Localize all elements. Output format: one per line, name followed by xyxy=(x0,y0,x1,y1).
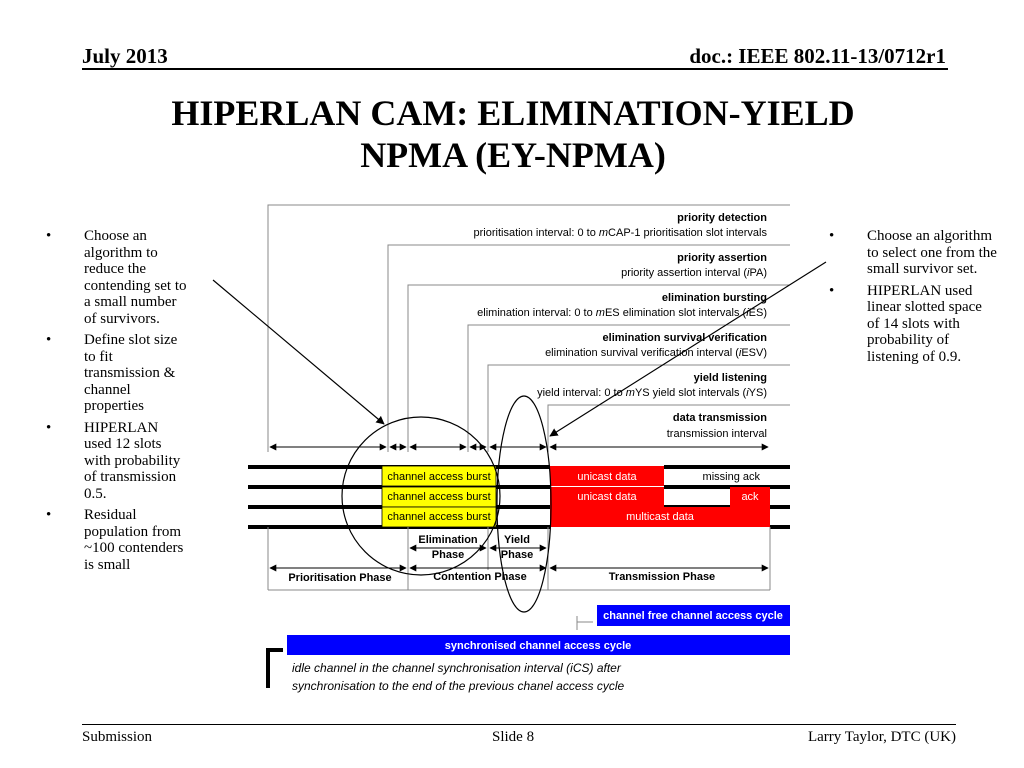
step-title: priority detection xyxy=(677,212,767,224)
slide-title: HIPERLAN CAM: ELIMINATION-YIELD NPMA (EY… xyxy=(82,92,944,176)
step-detail: elimination interval: 0 to mES eliminati… xyxy=(477,307,767,319)
step-title: elimination bursting xyxy=(662,292,767,304)
idle-note-line2: synchronisation to the end of the previo… xyxy=(292,679,625,693)
contention-ellipse xyxy=(341,416,501,576)
step-title: data transmission xyxy=(673,412,767,424)
list-item: • Choose an algorithm to select one from … xyxy=(829,228,997,278)
bullet-icon: • xyxy=(46,332,52,348)
data-label: unicast data xyxy=(577,491,637,503)
header-rule xyxy=(82,68,948,70)
step-detail: transmission interval xyxy=(667,428,767,440)
data-label: unicast data xyxy=(577,471,637,483)
step-labels: priority detection prioritisation interv… xyxy=(474,212,768,440)
slide-title-line1: HIPERLAN CAM: ELIMINATION-YIELD xyxy=(171,93,855,133)
free-cycle-label: channel free channel access cycle xyxy=(603,610,783,622)
left-pointer-line xyxy=(212,279,385,425)
header-date: July 2013 xyxy=(82,44,168,68)
access-cycles: channel free channel access cycle synchr… xyxy=(266,605,790,693)
step-detail: elimination survival verification interv… xyxy=(545,347,767,359)
tail-label: missing ack xyxy=(703,471,761,483)
data-box xyxy=(550,487,664,507)
bullet-icon: • xyxy=(829,282,835,299)
bullet-text: Choose an algorithm to reduce the conten… xyxy=(84,228,187,327)
step-detail: priority assertion interval (iPA) xyxy=(621,267,767,279)
ack-box xyxy=(730,487,770,507)
prioritisation-phase-label: Prioritisation Phase xyxy=(288,572,391,584)
step-detail: prioritisation interval: 0 to mCAP-1 pri… xyxy=(474,227,768,239)
footer-author: Larry Taylor, DTC (UK) xyxy=(807,729,956,745)
data-box xyxy=(550,507,770,527)
lane-2: channel access burst unicast data ack xyxy=(248,486,790,509)
yield-ellipse xyxy=(496,395,552,613)
list-item: • Choose an algorithm to reduce the conte… xyxy=(46,228,188,327)
burst-label: channel access burst xyxy=(387,511,490,523)
sync-cycle-label: synchronised channel access cycle xyxy=(445,640,632,652)
elimination-phase-label-2: Phase xyxy=(432,549,464,561)
left-bullet-list: • Choose an algorithm to reduce the conte… xyxy=(46,228,188,578)
lane-3: channel access burst multicast data xyxy=(248,506,790,529)
header-doc-id: doc.: IEEE 802.11-13/0712r1 xyxy=(689,44,946,68)
bullet-text: HIPERLAN used 12 slots with probability … xyxy=(84,419,181,502)
burst-label: channel access burst xyxy=(387,491,490,503)
step-detail: yield interval: 0 to mYS yield slot inte… xyxy=(537,387,767,399)
data-box xyxy=(550,466,664,486)
footer-rule xyxy=(82,724,956,725)
list-item: • HIPERLAN used linear slotted space of 1… xyxy=(829,283,997,366)
free-cycle-bar xyxy=(597,605,790,626)
idle-note-line1: idle channel in the channel synchronisat… xyxy=(292,661,622,675)
right-pointer-line xyxy=(549,261,827,437)
list-item: • Residual population from ~100 contender… xyxy=(46,507,188,573)
contention-phase-label: Contention Phase xyxy=(433,571,527,583)
footer-slide-number: Slide 8 xyxy=(492,729,535,745)
burst-box xyxy=(381,506,497,528)
elimination-phase-label: Elimination xyxy=(418,534,478,546)
timing-lanes: channel access burst unicast data missin… xyxy=(248,465,790,529)
step-title: priority assertion xyxy=(677,252,767,264)
bullet-icon: • xyxy=(829,228,835,244)
idle-bracket xyxy=(266,648,283,688)
bullet-icon: • xyxy=(46,419,52,436)
list-item: • Define slot size to fit transmission & … xyxy=(46,332,188,415)
bullet-icon: • xyxy=(46,507,52,523)
step-brackets xyxy=(267,204,790,452)
bullet-text: HIPERLAN used linear slotted space of 14… xyxy=(867,282,982,365)
yield-phase-label: Yield xyxy=(504,534,530,546)
burst-label: channel access burst xyxy=(387,471,490,483)
yield-phase-label-2: Phase xyxy=(501,549,533,561)
bullet-text: Residual population from ~100 contenders… xyxy=(84,507,184,573)
tail-label: ack xyxy=(741,491,759,503)
data-label: multicast data xyxy=(626,511,695,523)
right-bullet-list: • Choose an algorithm to select one from … xyxy=(829,228,997,370)
slide-title-line2: NPMA (EY-NPMA) xyxy=(360,135,666,175)
bullet-icon: • xyxy=(46,228,52,244)
lane-1: channel access burst unicast data missin… xyxy=(248,465,790,489)
burst-box xyxy=(381,465,497,487)
bullet-text: Choose an algorithm to select one from t… xyxy=(867,228,997,277)
list-item: • HIPERLAN used 12 slots with probability… xyxy=(46,420,188,503)
transmission-phase-label: Transmission Phase xyxy=(609,571,715,583)
step-title: elimination survival verification xyxy=(603,332,768,344)
bullet-text: Define slot size to fit transmission & c… xyxy=(84,332,178,414)
step-title: yield listening xyxy=(694,372,767,384)
sync-cycle-bar xyxy=(287,635,790,655)
phase-separators xyxy=(267,527,771,591)
footer-submission: Submission xyxy=(82,729,153,745)
